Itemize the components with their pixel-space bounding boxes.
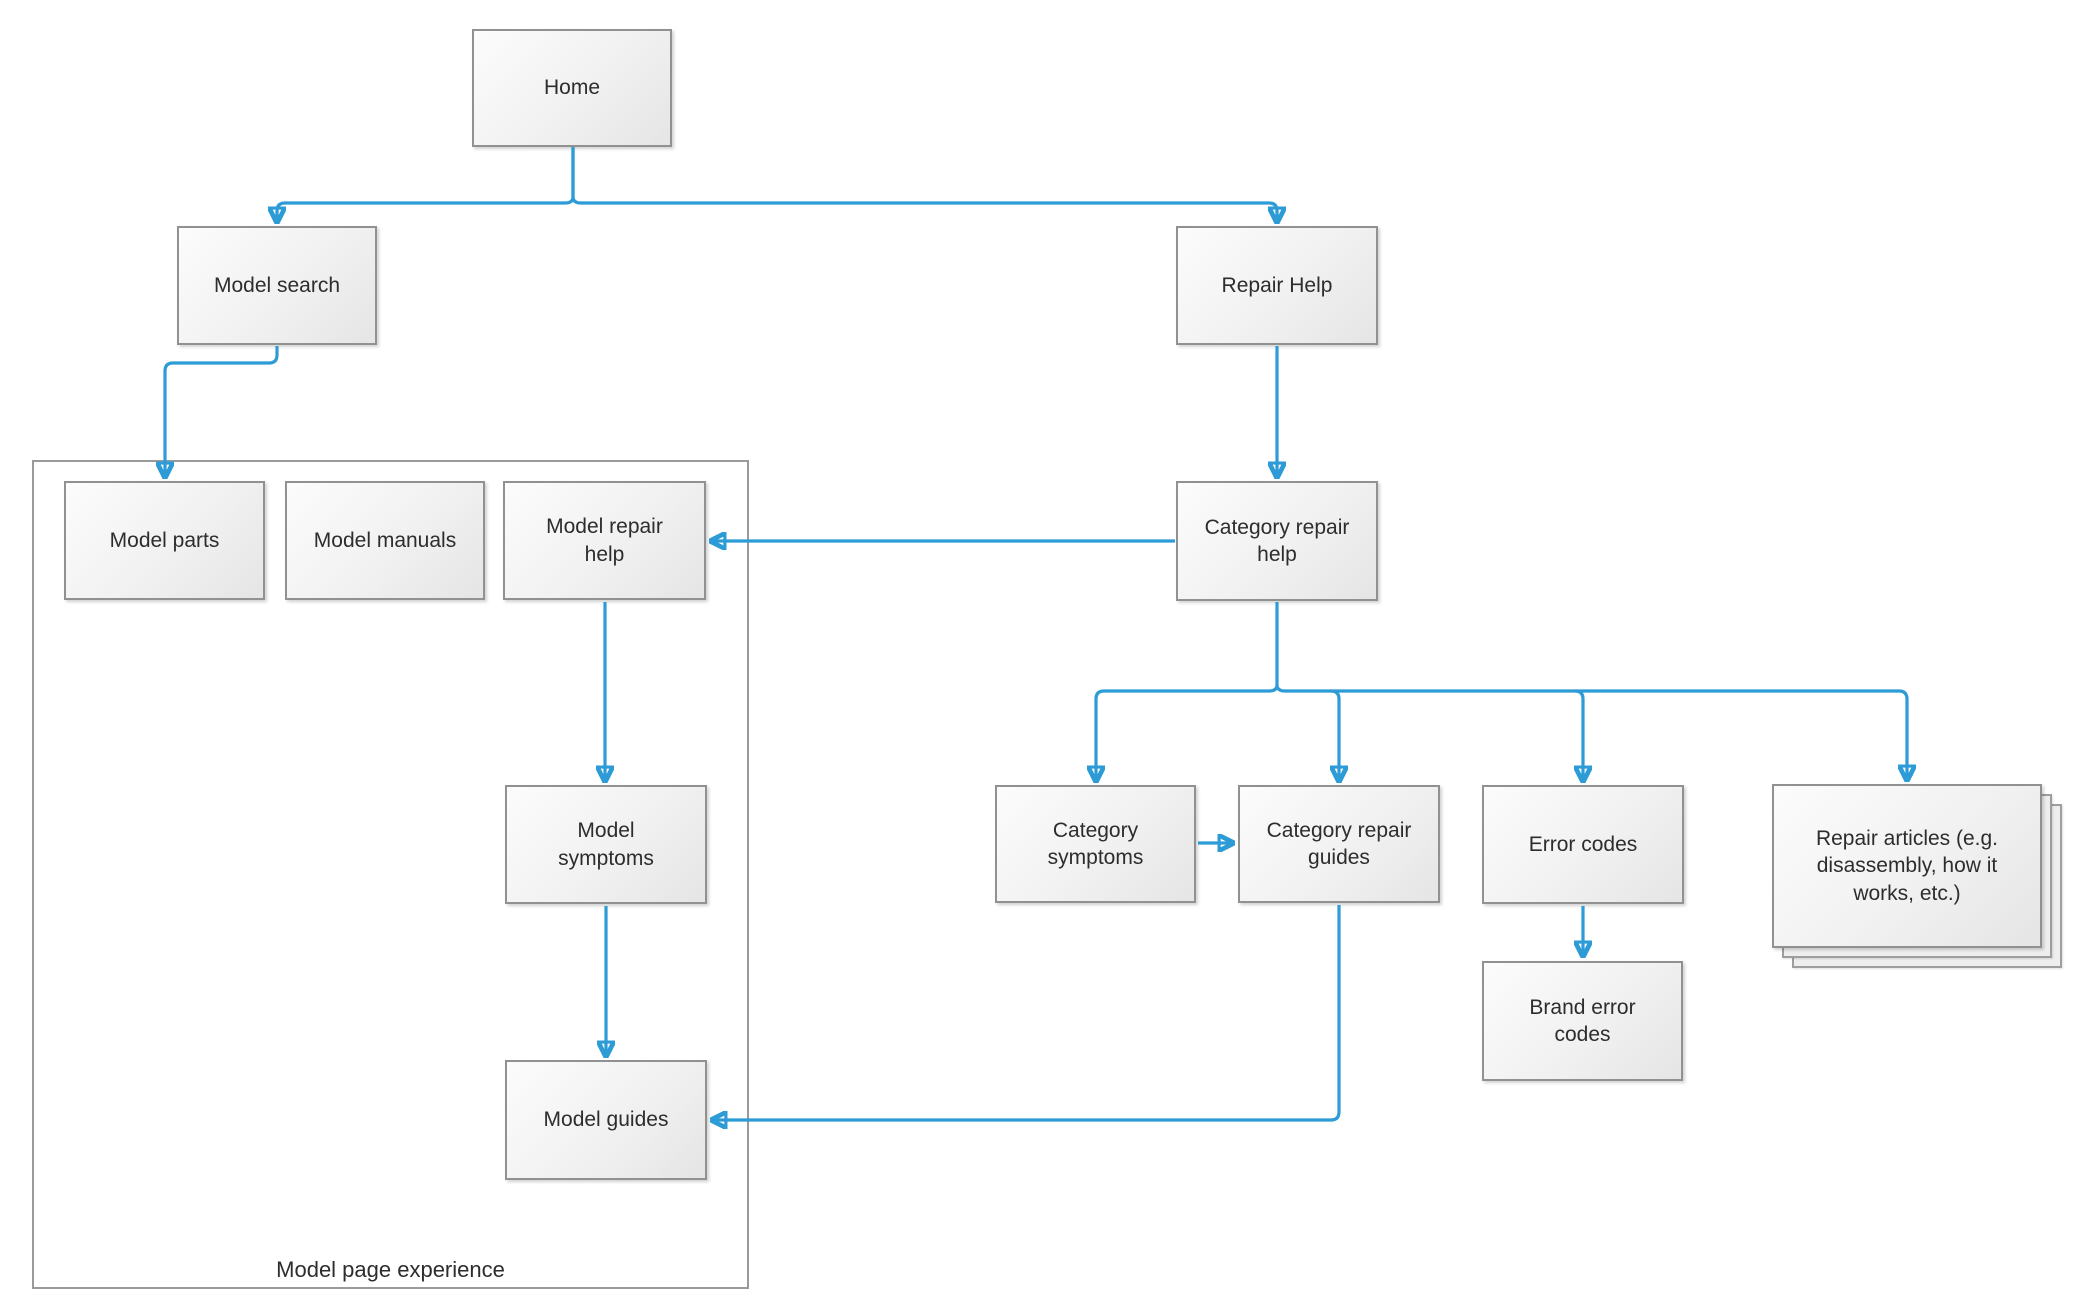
- edge-category-repair-help-category-repair-guides: [1331, 689, 1339, 781]
- node-category-symptoms-label: Category symptoms: [1047, 818, 1144, 869]
- node-category-repair-guides[interactable]: Category repair guides: [1238, 785, 1440, 903]
- node-model-parts-label: Model parts: [109, 528, 220, 552]
- node-repair-articles[interactable]: Repair articles (e.g. disassembly, how i…: [1772, 784, 2042, 948]
- node-category-repair-help-label: Category repair help: [1204, 515, 1350, 566]
- node-category-repair-help[interactable]: Category repair help: [1176, 481, 1378, 601]
- node-model-repair-help-label: Model repair help: [546, 515, 663, 566]
- node-repair-help-label: Repair Help: [1221, 273, 1333, 297]
- node-brand-error-codes-label: Brand error codes: [1529, 995, 1636, 1046]
- node-model-symptoms-label: Model symptoms: [558, 819, 654, 870]
- edge-category-repair-guides-model-guides: [712, 905, 1341, 1120]
- node-repair-help[interactable]: Repair Help: [1176, 226, 1378, 345]
- node-home[interactable]: Home: [472, 29, 672, 147]
- group-label: Model page experience: [276, 1257, 505, 1282]
- node-model-repair-help[interactable]: Model repair help: [503, 481, 706, 600]
- node-model-parts[interactable]: Model parts: [64, 481, 265, 600]
- edge-category-repair-help-error-codes: [1575, 689, 1583, 781]
- node-model-symptoms[interactable]: Model symptoms: [505, 785, 707, 904]
- model-page-experience-group: Model page experience: [32, 460, 749, 1289]
- node-brand-error-codes[interactable]: Brand error codes: [1482, 961, 1683, 1081]
- node-category-repair-guides-label: Category repair guides: [1266, 818, 1412, 869]
- node-error-codes-label: Error codes: [1528, 832, 1638, 856]
- node-model-guides-label: Model guides: [543, 1108, 669, 1132]
- node-model-manuals[interactable]: Model manuals: [285, 481, 485, 600]
- node-repair-articles-label: Repair articles (e.g. disassembly, how i…: [1815, 827, 1999, 905]
- edge-home-model-search: [277, 147, 575, 222]
- node-category-symptoms[interactable]: Category symptoms: [995, 785, 1196, 903]
- node-model-search-label: Model search: [213, 273, 341, 297]
- node-error-codes[interactable]: Error codes: [1482, 785, 1684, 904]
- edge-home-repair-help: [571, 147, 1277, 222]
- edge-category-repair-help-category-symptoms: [1096, 602, 1279, 781]
- edge-model-search-model-parts: [165, 346, 279, 477]
- node-model-guides[interactable]: Model guides: [505, 1060, 707, 1180]
- edge-category-repair-help-repair-articles: [1275, 684, 1907, 780]
- node-model-manuals-label: Model manuals: [313, 528, 457, 552]
- node-model-search[interactable]: Model search: [177, 226, 377, 345]
- node-home-label: Home: [543, 76, 601, 100]
